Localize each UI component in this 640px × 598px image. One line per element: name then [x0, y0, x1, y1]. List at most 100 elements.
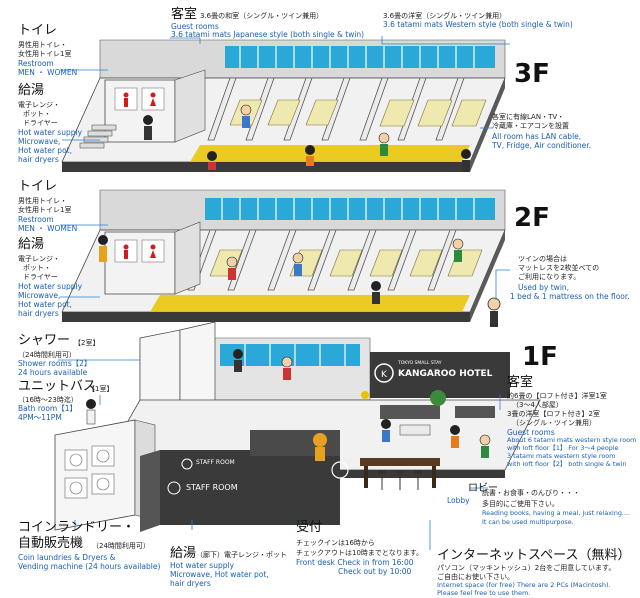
coin-en1: Coin laundries & Dryers & [18, 553, 116, 562]
top-western-jp: 3.6畳の洋室（シングル・ツイン兼用） [383, 12, 507, 20]
top-western-en: 3.6 tatami mats Western style (both sing… [383, 20, 573, 29]
hotel-sign-wall: K [370, 352, 510, 398]
front-desk-jp2: チェックアウトは10時までとなります。 [296, 549, 423, 557]
f2-toilet-title: トイレ [18, 179, 58, 194]
shower-en2: 24 hours available [18, 368, 88, 377]
shower-count: 【2室】 [74, 339, 100, 347]
shower-en1: Shower rooms【2】 [18, 359, 92, 368]
f3-right-en1: All room has LAN cable, [492, 132, 582, 141]
f1-rooms-en3: with loft floor【1】 For 3～4 people [507, 444, 619, 452]
f2-right-en1: Used by twin, [518, 283, 570, 292]
f2-people [98, 235, 464, 304]
right-stair-figures [461, 149, 501, 327]
internet-title: インターネットスペース（無料） [437, 548, 631, 563]
f2-kyuto-l3: ドライヤー [23, 273, 58, 281]
floor-3f-block [61, 39, 506, 172]
f2-toilet-l1: 男性用トイレ・ [18, 197, 67, 205]
f3-people [143, 104, 390, 170]
top-rooms-jp-sub: 3.6畳の和室（シングル・ツイン兼用） [200, 12, 324, 20]
f3-kyuto-en2: Microwave, [18, 137, 61, 146]
f2-kyuto-en3: Hot water pot, [18, 300, 72, 309]
f2-kyuto-en4: hair dryers [18, 309, 59, 318]
f1-rooms-jp1: 約6畳の【ロフト付き】洋室1室 [507, 392, 607, 400]
hotel-sign-name: KANGAROO HOTEL [398, 369, 493, 379]
f3-stairs [79, 124, 117, 149]
lobby-jp2: 多目的にご使用下さい。 [482, 500, 559, 508]
f3-kyuto-l3: ドライヤー [23, 119, 58, 127]
f3-toilet-en1: Restroom [18, 59, 54, 68]
f1-rooms-en4: 3 tatami mats western style room [507, 452, 616, 460]
f2-kyuto-en2: Microwave, [18, 291, 61, 300]
f1-rooms-en2: About 6 tatami mats western style room [507, 436, 637, 444]
annotation-leader-lines [58, 36, 510, 550]
f3-toilet-l1: 男性用トイレ・ [18, 41, 67, 49]
f2-restroom-block [104, 221, 201, 295]
f1-rooms-title: 客室 [507, 375, 534, 390]
floor-2f-block [61, 189, 506, 322]
top-rooms-title: 客室 [171, 7, 198, 22]
front-desk-en1: Front desk Check in from 16:00 [296, 558, 414, 567]
f1-rooms-jp2: （3～4人部屋） [512, 401, 563, 409]
floor-2f-label: 2F [514, 203, 550, 233]
lobby-en-title: Lobby [447, 496, 470, 505]
internet-en1: Internet space (for free) There are 2 PC… [437, 581, 611, 589]
coin-en2: Vending machine (24 hours available) [18, 562, 161, 571]
lobby-en1: Reading books, having a meal, just relax… [482, 509, 631, 517]
f3-toilet-l2: 女性用トイレ1室 [18, 50, 72, 58]
lobby-furniture [360, 390, 495, 490]
top-rooms-en2: 3.6 tatami mats Japanese style (both sin… [171, 30, 365, 39]
unitbath-en1: Bath room【1】 [18, 404, 77, 413]
f1-rooms-jp4: （シングル・ツイン兼用） [512, 419, 596, 427]
f2-toilet-l2: 女性用トイレ1室 [18, 206, 72, 214]
unitbath-hours-jp: （16時～23時迄） [18, 396, 78, 404]
staff-room-label-1: STAFF ROOM [196, 459, 235, 466]
floor-1f-label: 1F [522, 342, 558, 372]
bottom-kyuto-title: 給湯 [170, 546, 197, 561]
f3-restroom-block [104, 69, 206, 143]
bottom-kyuto-sub: （廊下）電子レンジ・ポット [196, 551, 287, 559]
f3-right-en2: TV, Fridge, Air conditioner. [492, 141, 592, 150]
f2-right-jp2: マットレスを2枚並べての [518, 264, 600, 272]
lobby-title: ロビー [468, 483, 498, 494]
lobby-en2: It can be used multipurpose. [482, 518, 574, 526]
f2-room-partitions [187, 229, 457, 291]
f3-beds [229, 99, 487, 127]
f3-kyuto-en4: hair dryers [18, 155, 59, 164]
staff-room-label-2: STAFF ROOM [186, 483, 238, 492]
f2-right-jp1: ツインの場合は [518, 255, 567, 263]
floor-3f-label: 3F [514, 59, 550, 89]
internet-en2: Please feel free to use them. [437, 589, 531, 597]
f2-kyuto-en1: Hot water supply [18, 282, 83, 291]
f2-kyuto-l2: ポット・ [23, 264, 51, 272]
f3-right-jp2: 冷蔵庫・エアコンを設置 [492, 122, 569, 130]
hotel-sign-small: TOKYO SMALL STAY [398, 361, 442, 366]
f3-toilet-title: トイレ [18, 23, 58, 38]
coin-title-2: 自動販売機 [18, 536, 84, 551]
f3-kyuto-title: 給湯 [18, 83, 45, 98]
f3-kyuto-en1: Hot water supply [18, 128, 83, 137]
f1-rooms-en1: Guest rooms [507, 428, 555, 437]
front-desk-en2: Check out by 10:00 [338, 567, 412, 576]
unitbath-title: ユニットバス [18, 379, 97, 394]
f2-kyuto-title: 給湯 [18, 237, 45, 252]
f3-kyuto-en3: Hot water pot, [18, 146, 72, 155]
f1-rooms-en5: with loft floor【2】 both single & twin [507, 460, 627, 468]
coin-hours: （24時間利用可） [92, 542, 150, 550]
f2-toilet-en2: MEN ・ WOMEN [18, 224, 78, 233]
shower-hours-jp: （24時間利用可） [18, 351, 76, 359]
f3-kyuto-l2: ポット・ [23, 110, 51, 118]
f2-toilet-en1: Restroom [18, 215, 54, 224]
f1-people [86, 349, 491, 461]
f2-right-en2: 1 bed & 1 mattress on the floor. [510, 292, 630, 301]
bottom-kyuto-en3: hair dryers [170, 579, 211, 588]
f1-rooms-jp3: 3畳の洋室【ロフト付き】2室 [507, 410, 600, 418]
f3-windows [225, 46, 495, 68]
floor-1f-block: K [54, 321, 541, 532]
top-rooms-en1: Guest rooms [171, 22, 219, 31]
shower-title: シャワー [18, 333, 71, 348]
internet-jp1: パソコン（マッキントッシュ）2台をご用意しています。 [437, 564, 616, 572]
f2-right-jp3: ご利用になります。 [518, 273, 581, 281]
front-desk-title: 受付 [296, 520, 323, 535]
f3-room-partitions [207, 77, 465, 141]
